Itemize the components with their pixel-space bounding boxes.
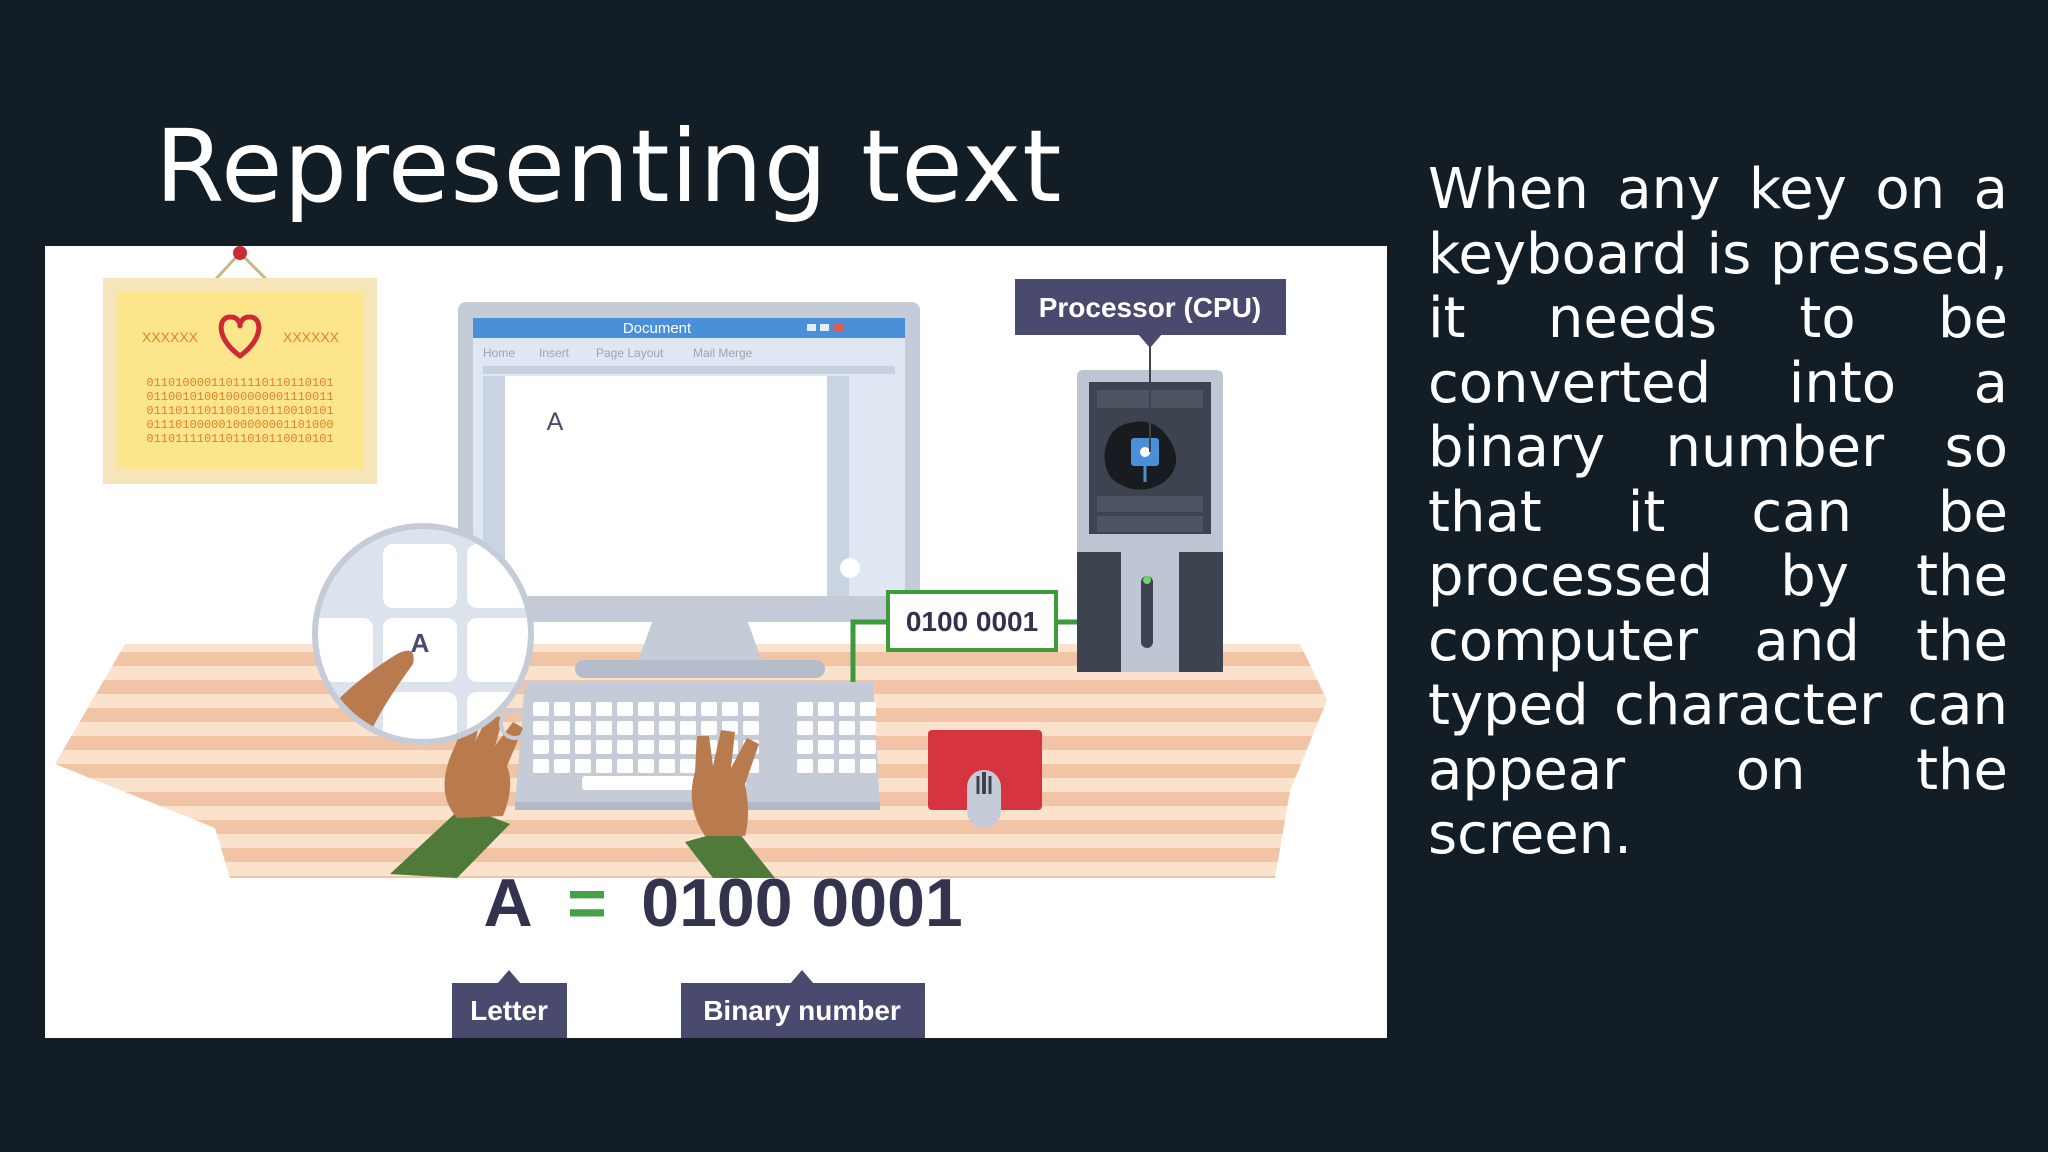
keyboard-key [797, 740, 813, 754]
keyboard-key [839, 702, 855, 716]
keyboard-key [818, 759, 834, 773]
cpu-label-box [1015, 279, 1286, 335]
document-page [505, 376, 827, 596]
keyboard-key [680, 759, 696, 773]
document-titlebar [473, 318, 905, 338]
keyboard-key [818, 721, 834, 735]
keyboard-key [554, 721, 570, 735]
document-typed-character: A [547, 408, 564, 436]
keyboard-key [818, 702, 834, 716]
keyboard-key [596, 740, 612, 754]
keyboard-key [743, 702, 759, 716]
monitor: Document Home Insert Page Layout Mail Me… [458, 302, 920, 678]
equation-binary: 0100 0001 [641, 865, 962, 941]
keyboard-key [722, 702, 738, 716]
keyboard-key [554, 702, 570, 716]
keyboard-key [797, 702, 813, 716]
mouse [928, 730, 1042, 828]
keyboard-key [743, 721, 759, 735]
keyboard-key [617, 759, 633, 773]
heart-icon [218, 314, 262, 359]
keyboard-key [839, 759, 855, 773]
letter-caption: Letter [470, 995, 548, 1026]
magnified-key-label: A [411, 628, 430, 658]
keyboard-key [533, 702, 549, 716]
keyboard-key [575, 721, 591, 735]
keyboard-key [554, 759, 570, 773]
frame-binary-row: 01100101001000000001110011 [146, 390, 333, 404]
keyboard-key [839, 721, 855, 735]
document-title: Document [623, 320, 692, 337]
window-minimize-icon [807, 324, 816, 331]
keyboard-key [596, 721, 612, 735]
frame-binary-row: 01110100000100000001101000 [146, 418, 333, 432]
keyboard-key [617, 721, 633, 735]
letter-caption-box [452, 983, 567, 1038]
keyboard-key [701, 702, 717, 716]
menu-insert: Insert [539, 346, 570, 360]
frame-binary-row: 01110111011001010110010101 [146, 404, 333, 418]
keyboard-key [533, 759, 549, 773]
keyboard-key [797, 759, 813, 773]
illustration-svg: XXXXXX XXXXXX 01101000011011110110110101… [55, 246, 1327, 1038]
keyboard-key [680, 721, 696, 735]
menu-page-layout: Page Layout [596, 346, 664, 360]
cpu-label: Processor (CPU) [1039, 292, 1262, 323]
window-close-icon [833, 323, 843, 332]
equation-equals: = [567, 865, 607, 941]
keyboard-key [860, 740, 876, 754]
frame-placeholder-right: XXXXXX [283, 329, 340, 345]
keyboard-key [617, 740, 633, 754]
hands [390, 714, 775, 878]
slide-body-text: When any key on a keyboard is pressed, i… [1428, 157, 2008, 867]
slide-title: Representing text [155, 108, 1063, 225]
keyboard-key [818, 740, 834, 754]
binary-caption-box [681, 983, 925, 1038]
mousepad [928, 730, 1042, 810]
keyboard-key [533, 740, 549, 754]
keyboard-key [575, 759, 591, 773]
keyboard-key [617, 702, 633, 716]
power-led-icon [1143, 576, 1151, 584]
binary-conversion-illustration: XXXXXX XXXXXX 01101000011011110110110101… [45, 246, 1387, 1038]
menu-mail-merge: Mail Merge [693, 346, 753, 360]
menu-home: Home [483, 346, 515, 360]
keyboard-key [554, 740, 570, 754]
keyboard-key [596, 702, 612, 716]
keyboard-key [638, 740, 654, 754]
signal-wire [850, 619, 888, 684]
frame-placeholder-left: XXXXXX [142, 329, 199, 345]
keyboard-key [680, 702, 696, 716]
keyboard-key [659, 740, 675, 754]
pin-icon [233, 246, 247, 260]
keyboard-key [860, 702, 876, 716]
monitor-power-button [840, 558, 860, 578]
binary-picture-frame: XXXXXX XXXXXX 01101000011011110110110101… [103, 246, 377, 484]
keyboard-key [659, 721, 675, 735]
cpu-tower [1077, 370, 1223, 672]
binary-caption: Binary number [703, 995, 901, 1026]
signal-binary-label: 0100 0001 [906, 606, 1038, 637]
keyboard-key [680, 740, 696, 754]
keyboard-key [797, 721, 813, 735]
keyboard-key [701, 721, 717, 735]
frame-binary-row: 01101111011011010110010101 [146, 432, 333, 446]
keyboard-key [659, 702, 675, 716]
window-maximize-icon [820, 324, 829, 331]
keyboard-key [638, 702, 654, 716]
keyboard-key [575, 740, 591, 754]
keyboard-key [860, 721, 876, 735]
keyboard-key [839, 740, 855, 754]
signal-box [886, 590, 1058, 652]
keyboard-key [596, 759, 612, 773]
keyboard-key [860, 759, 876, 773]
keyboard-key [638, 721, 654, 735]
keyboard-key [638, 759, 654, 773]
keyboard-key [533, 721, 549, 735]
frame-binary-row: 01101000011011110110110101 [146, 376, 333, 390]
keyboard-key [659, 759, 675, 773]
equation-letter: A [483, 865, 532, 941]
keyboard-key [575, 702, 591, 716]
